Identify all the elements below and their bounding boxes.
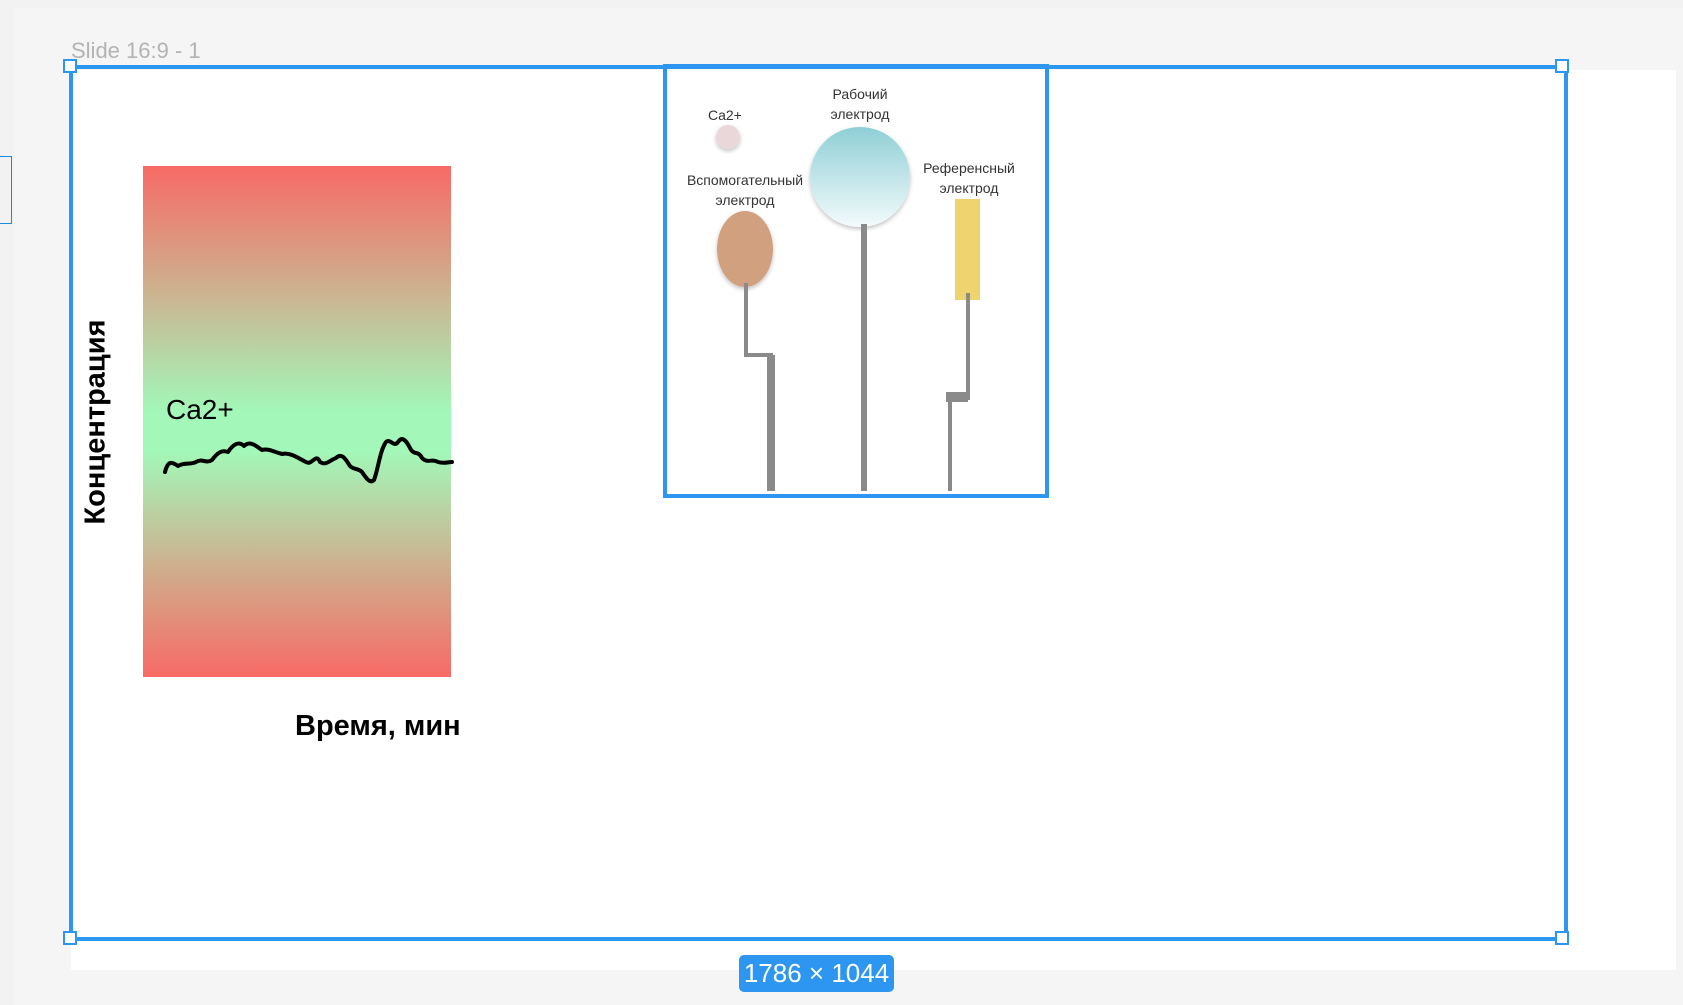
reference-wire-joint [946,392,968,402]
working-electrode-label-line2[interactable]: электрод [830,106,890,122]
ion-label[interactable]: Ca2+ [708,107,742,123]
chart-ion-label[interactable]: Ca2+ [166,394,234,425]
auxiliary-electrode-label-line1[interactable]: Вспомогательный [686,172,804,188]
working-electrode-shape[interactable] [810,127,910,227]
ion-circle[interactable] [716,125,740,149]
reference-electrode-label-line2[interactable]: электрод [939,180,999,196]
resize-handle-top-right[interactable] [1555,59,1569,73]
working-electrode-label-line1[interactable]: Рабочий [832,86,888,102]
offscreen-frame-edge[interactable] [0,156,12,224]
reference-electrode-label-line1[interactable]: Референсный [923,160,1015,176]
auxiliary-electrode-shape[interactable] [717,211,773,287]
x-axis-label[interactable]: Время, мин [295,710,461,742]
ca-signal-line [163,437,454,484]
reference-electrode-shape[interactable] [955,199,980,300]
resize-handle-bottom-right[interactable] [1555,931,1569,945]
concentration-gradient-area[interactable] [143,166,451,677]
auxiliary-electrode-label-line2[interactable]: электрод [715,192,775,208]
resize-handle-bottom-left[interactable] [63,931,77,945]
resize-handle-top-left[interactable] [63,59,77,73]
frame-selection-box[interactable] [69,65,1568,941]
dimension-badge: 1786 × 1044 [739,955,894,992]
frame-title[interactable]: Slide 16:9 - 1 [71,38,201,63]
